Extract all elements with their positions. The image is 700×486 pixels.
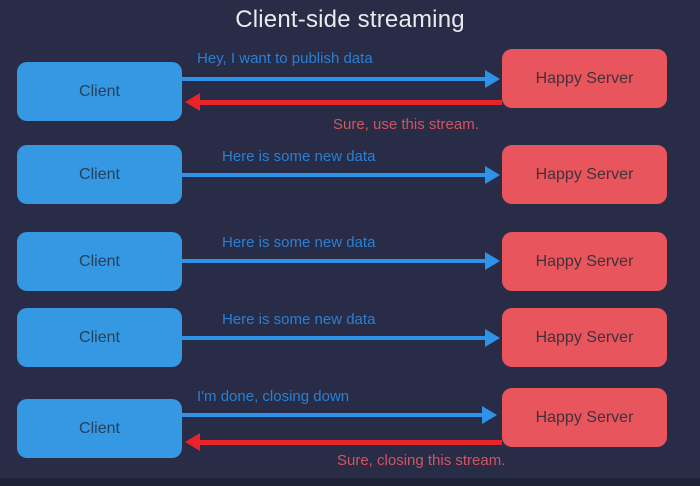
client-box: Client: [17, 145, 182, 204]
request-message-label: Hey, I want to publish data: [197, 50, 373, 67]
bottom-edge-strip: [0, 478, 700, 486]
request-arrow: [182, 77, 486, 81]
server-box: Happy Server: [502, 49, 667, 108]
server-box: Happy Server: [502, 145, 667, 204]
request-message-label: I'm done, closing down: [197, 388, 350, 405]
client-box: Client: [17, 399, 182, 458]
server-box: Happy Server: [502, 232, 667, 291]
arrowhead-right-icon: [482, 406, 497, 424]
client-box: Client: [17, 308, 182, 367]
request-message-label: Here is some new data: [222, 234, 376, 251]
response-arrow: [200, 100, 502, 105]
request-message-label: Here is some new data: [222, 148, 376, 165]
arrowhead-right-icon: [485, 70, 500, 88]
arrowhead-right-icon: [485, 166, 500, 184]
arrowhead-left-icon: [185, 433, 200, 451]
client-box: Client: [17, 232, 182, 291]
response-message-label: Sure, use this stream.: [333, 116, 479, 133]
arrowhead-right-icon: [485, 252, 500, 270]
request-arrow: [182, 173, 486, 177]
server-box: Happy Server: [502, 388, 667, 447]
request-message-label: Here is some new data: [222, 311, 376, 328]
server-box: Happy Server: [502, 308, 667, 367]
request-arrow: [182, 259, 486, 263]
diagram-title: Client-side streaming: [235, 6, 465, 33]
response-arrow: [200, 440, 502, 445]
request-arrow: [182, 413, 483, 417]
request-arrow: [182, 336, 486, 340]
arrowhead-left-icon: [185, 93, 200, 111]
arrowhead-right-icon: [485, 329, 500, 347]
response-message-label: Sure, closing this stream.: [337, 452, 506, 469]
client-box: Client: [17, 62, 182, 121]
